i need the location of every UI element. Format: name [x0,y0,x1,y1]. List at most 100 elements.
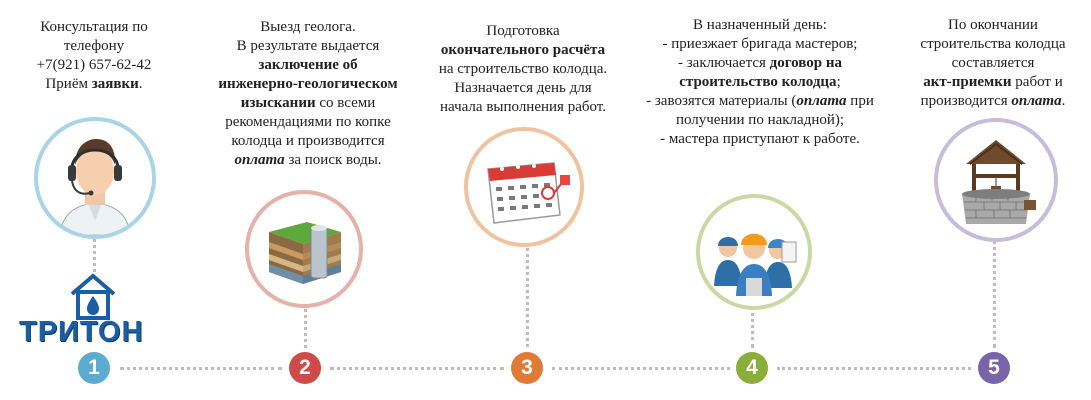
timeline-1-2 [120,367,282,370]
text-segment: рекомендациями по копке [225,114,391,130]
text-line: В результате выдается [195,37,421,56]
step-4-number: 4 [736,352,768,384]
text-segment: Назначается день для [454,80,592,96]
step-1-text: Консультация по телефону +7(921) 657-62-42… [20,18,168,94]
text-segment: колодца и производится [231,133,385,149]
house-drop-logo-icon [70,273,116,320]
text-line: производится оплата. [898,92,1088,111]
connector-5 [993,240,996,348]
text-segment: телефону [63,38,125,54]
text-segment: - завозятся материалы ( [646,93,797,109]
text-line: заключение об [195,56,421,75]
text-segment: В назначенный день: [693,17,827,33]
step-3-text: Подготовка окончательного расчёта на строи… [418,22,628,117]
text-segment: составляется [951,55,1035,71]
text-line: колодца и производится [195,132,421,151]
text-segment: получении по накладной); [675,112,845,128]
text-line: получении по накладной); [640,111,880,130]
text-segment: договор на [769,55,843,71]
text-line: на строительство колодца. [418,60,628,79]
text-segment: +7(921) 657-62-42 [36,57,152,73]
timeline-3-4 [552,367,730,370]
text-segment: Выезд геолога. [260,19,356,35]
text-line: окончательного расчёта [418,41,628,60]
text-segment: оплата [796,93,847,109]
text-segment: . [138,76,143,92]
text-line: - приезжает бригада мастеров; [640,35,880,54]
text-segment: заявки [91,76,139,92]
connector-4 [751,306,754,348]
text-line: Консультация по [20,18,168,37]
operator-headset-icon [59,139,131,235]
text-segment: В результате выдается [236,38,380,54]
text-segment: Приём [45,76,92,92]
step-1-circle [34,117,156,239]
text-segment: со всеми [315,95,376,111]
text-segment: По окончании [948,17,1038,33]
text-segment: инженерно-геологическом [218,76,398,92]
step-1-number: 1 [78,352,110,384]
connector-1 [93,232,96,272]
calendar-icon [487,162,570,224]
text-line: Назначается день для [418,79,628,98]
stone-well-icon [962,140,1036,224]
text-line: телефону [20,37,168,56]
brand-logo-text: ТРИТОН [19,316,144,348]
step-4-circle [696,194,812,310]
text-line: изыскании со всеми [195,94,421,113]
text-segment: ; [836,74,841,90]
connector-3 [526,243,529,347]
text-line: строительства колодца [898,35,1088,54]
text-segment: производится [920,93,1012,109]
text-segment: Консультация по [40,19,148,35]
text-line: составляется [898,54,1088,73]
text-line: - завозятся материалы (оплата при [640,92,880,111]
text-segment: заключение об [258,57,358,73]
text-segment: начала выполнения работ. [440,99,606,115]
text-line: В назначенный день: [640,16,880,35]
connector-2 [304,302,307,348]
text-line: начала выполнения работ. [418,98,628,117]
step-5-circle [934,118,1058,242]
step-5-text: По окончании строительства колодца составл… [898,16,1088,111]
soil-layers-well-icon [269,222,341,284]
text-segment: изыскании [240,95,316,111]
text-line: По окончании [898,16,1088,35]
step-2-number: 2 [289,352,321,384]
step-2-circle [245,190,363,308]
timeline-2-3 [330,367,504,370]
step-4-text: В назначенный день: - приезжает бригада м… [640,16,880,149]
text-segment: - мастера приступают к работе. [660,131,860,147]
step-5-number: 5 [978,352,1010,384]
step-2-text: Выезд геолога. В результате выдается заклю… [195,18,421,170]
text-segment: оплата [1011,93,1062,109]
text-segment: оплата [234,152,285,168]
text-segment: Подготовка [486,23,560,39]
text-segment: на строительство колодца. [438,61,608,77]
text-line: инженерно-геологическом [195,75,421,94]
workers-team-icon [714,233,797,296]
text-line: Подготовка [418,22,628,41]
text-line: строительство колодца; [640,73,880,92]
text-line: - заключается договор на [640,54,880,73]
text-segment: при [846,93,874,109]
text-segment: строительство колодца [679,74,837,90]
text-line: акт-приемки работ и [898,73,1088,92]
text-line: оплата за поиск воды. [195,151,421,170]
step-3-number: 3 [511,352,543,384]
timeline-4-5 [777,367,971,370]
text-segment: - заключается [677,55,770,71]
text-segment: за поиск воды. [284,152,382,168]
text-segment: работ и [1011,74,1063,90]
step-3-circle [464,127,584,247]
text-segment: окончательного расчёта [440,42,606,58]
text-segment: акт-приемки [923,74,1012,90]
text-line: рекомендациями по копке [195,113,421,132]
text-line: Выезд геолога. [195,18,421,37]
text-segment: строительства колодца [920,36,1066,52]
text-segment: - приезжает бригада мастеров; [662,36,858,52]
text-line: Приём заявки. [20,75,168,94]
text-segment: . [1061,93,1066,109]
text-line: +7(921) 657-62-42 [20,56,168,75]
text-line: - мастера приступают к работе. [640,130,880,149]
